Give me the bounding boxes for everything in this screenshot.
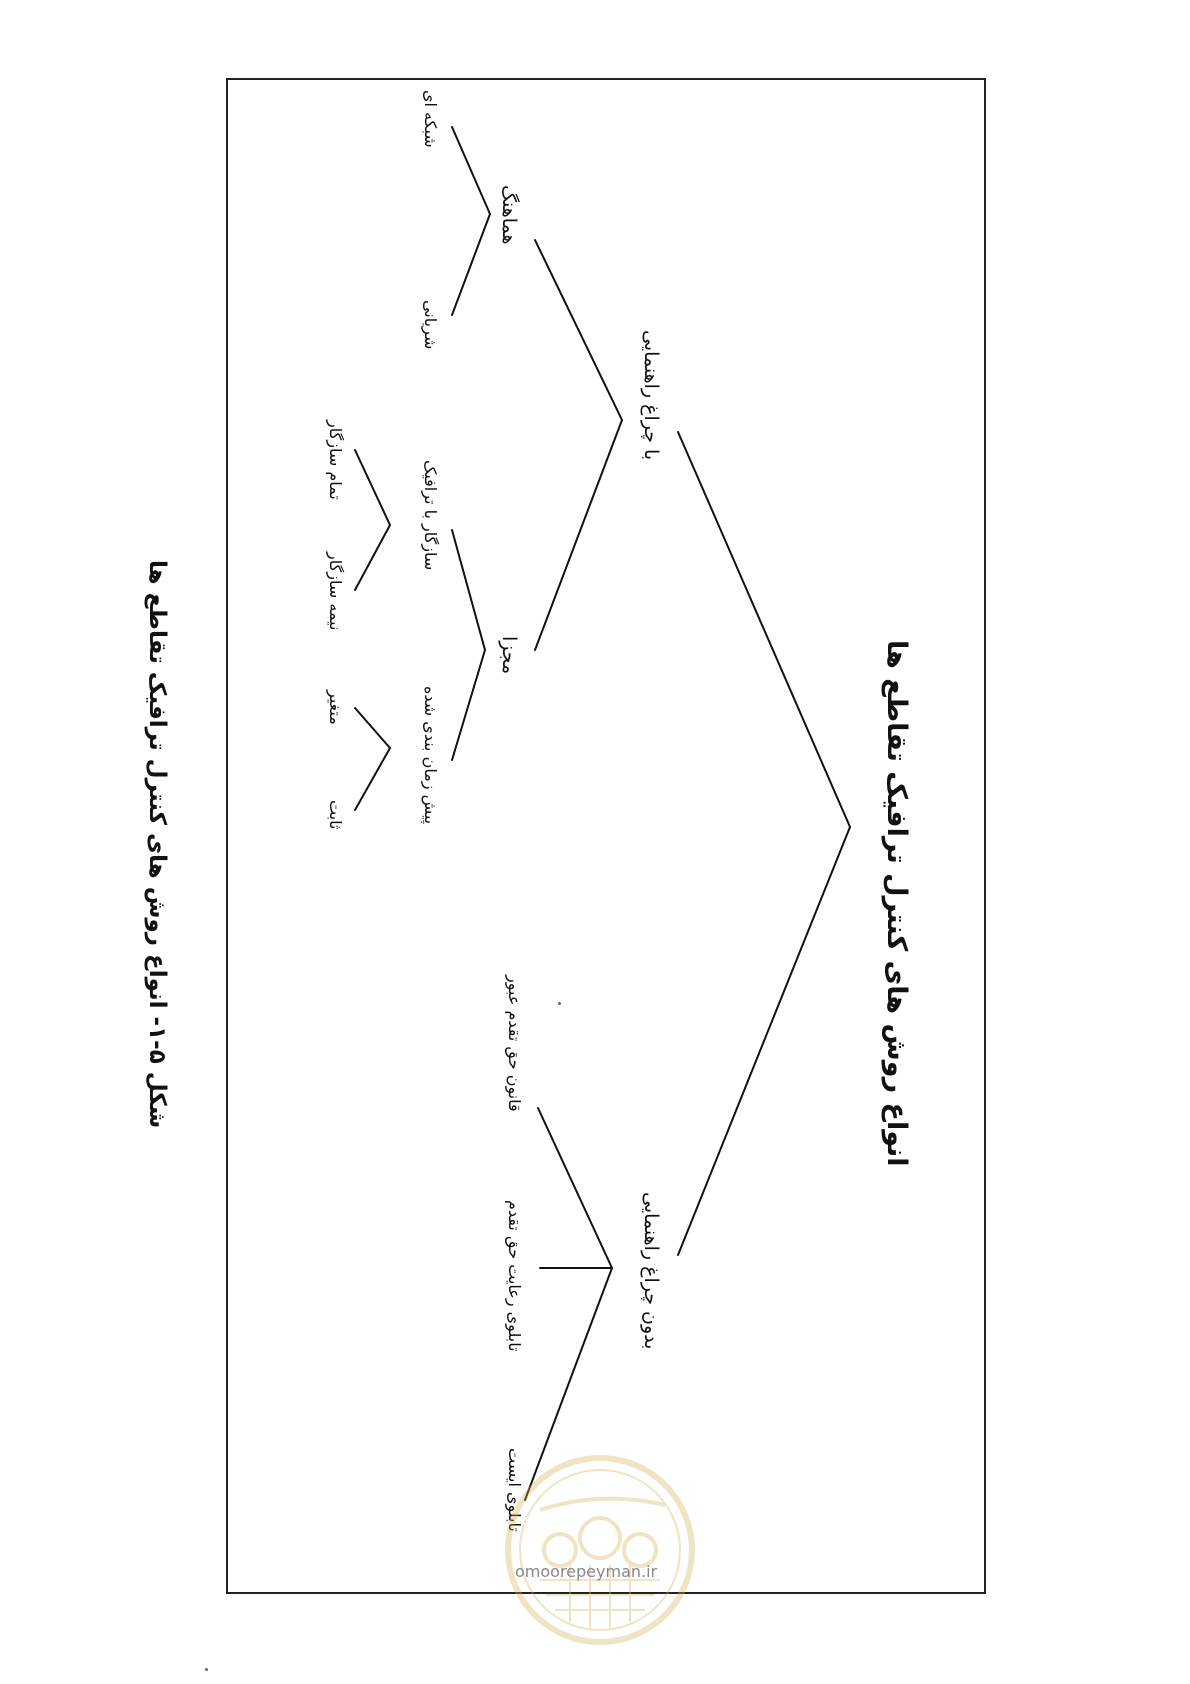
node-right-of-way-rule: قانون حق تقدم عبور: [505, 975, 524, 1112]
edge-actuated-semi: [354, 524, 391, 591]
node-variable: متغیر: [326, 690, 345, 725]
diagram-title: انواع روش های کنترل ترافیک تقاطع ها: [881, 640, 912, 1167]
figure-caption: شکل ۵-۱- انواع روش های کنترل ترافیک تقاط…: [144, 560, 170, 1129]
watermark-url: omoorepeyman.ir: [515, 1562, 658, 1581]
edge-without-signal-stop: [524, 1267, 613, 1501]
scan-speck: [205, 1668, 208, 1671]
edge-with-signal-coordinated: [534, 239, 623, 421]
edge-root-without-signal: [677, 826, 851, 1256]
edge-root-with-signal: [677, 431, 851, 828]
edge-isolated-actuated: [451, 529, 486, 651]
edge-without-signal-rule: [537, 1107, 613, 1269]
node-network: شبکه ای: [421, 90, 440, 148]
diagram-frame: [226, 78, 986, 1594]
edge-pretimed-variable: [354, 707, 391, 749]
node-pretimed: پیش زمان بندی شده: [421, 686, 440, 825]
node-full-actuated: تمام سازگار: [326, 420, 345, 500]
edge-pretimed-fixed: [354, 747, 391, 811]
edge-isolated-pretimed: [451, 649, 486, 761]
edge-with-signal-isolated: [534, 419, 623, 651]
node-isolated: مجزا: [498, 636, 520, 675]
watermark-logo-icon: [505, 1455, 695, 1645]
node-arterial: شریانی: [421, 300, 440, 350]
edge-coordinated-network: [451, 126, 491, 215]
node-coordinated: هماهنگ: [498, 185, 520, 245]
node-without-signal: بدون چراغ راهنمایی: [640, 1192, 662, 1350]
edge-actuated-full: [354, 449, 391, 526]
node-with-signal: با چراغ راهنمایی: [640, 330, 662, 461]
node-semi-actuated: نیمه سازگار: [326, 552, 345, 631]
node-priority-signs: تابلوی رعایت حق تقدم: [505, 1200, 524, 1352]
scan-speck: [558, 1002, 561, 1005]
edge-coordinated-arterial: [451, 213, 491, 316]
node-traffic-actuated: سازگار با ترافیک: [421, 460, 440, 571]
node-fixed: ثابت: [326, 800, 345, 830]
